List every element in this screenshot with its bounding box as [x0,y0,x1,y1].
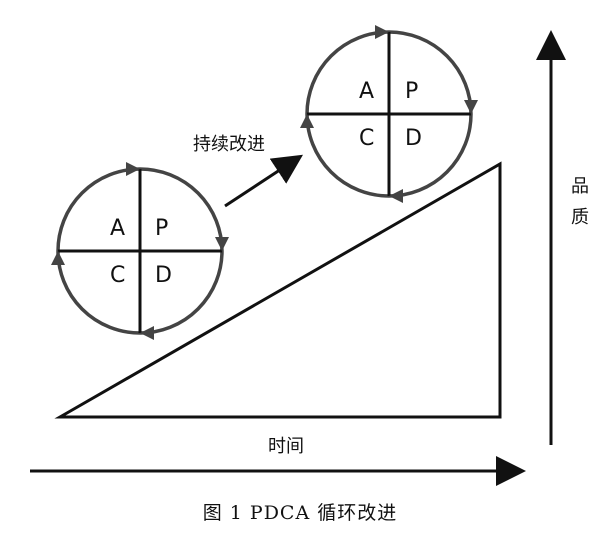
cycle-1-arrowhead-bottom [140,326,154,340]
cycle-1-do-label: D [155,263,172,288]
cycle-2-check-label: C [359,126,375,151]
figure-caption: 图 1 PDCA 循环改进 [202,502,398,524]
cycle-2-arrowhead-top [375,25,389,39]
cycle-1-check-label: C [110,263,126,288]
improvement-ramp [54,161,502,419]
continuous-improvement-label: 持续改进 [193,134,265,155]
quality-axis-label-2: 质 [571,207,589,228]
cycle-2-arrowhead-right [464,100,478,114]
cycle-1-arrowhead-top [126,162,140,176]
quality-axis-label-1: 品 [571,176,589,197]
cycle-1-act-label: A [110,216,126,241]
pdca-cycle-1 [51,162,229,340]
cycle-2-do-label: D [405,126,422,151]
cycle-1-arrowhead-right [215,237,229,251]
time-axis-label: 时间 [268,436,304,457]
cycle-2-arrowhead-bottom [389,189,403,203]
cycle-2-act-label: A [359,79,375,104]
pdca-cycle-2 [300,25,478,203]
cycle-2-plan-label: P [405,79,419,104]
cycle-2-arrowhead-left [300,114,314,128]
cycle-1-arrowhead-left [51,251,65,265]
cycle-1-plan-label: P [155,216,169,241]
improvement-arrow [224,154,304,208]
